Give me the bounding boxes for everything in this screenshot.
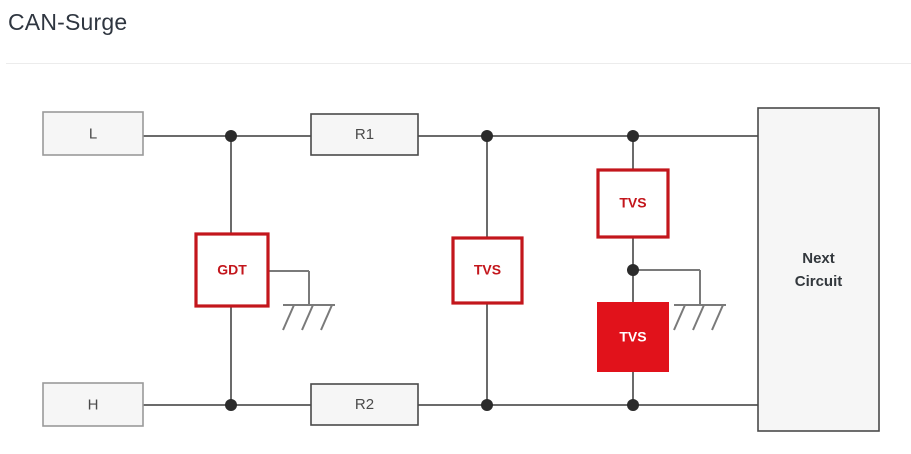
component-tvs-lower-right[interactable]: TVS <box>597 302 669 372</box>
junction-dot-bottom-tvs-right <box>627 399 639 411</box>
component-resistor-1[interactable]: R1 <box>310 113 419 156</box>
line-h-box[interactable] <box>42 382 144 427</box>
page-title: CAN-Surge <box>8 9 128 35</box>
component-line-h[interactable]: H <box>42 382 144 427</box>
line-l-box[interactable] <box>42 111 144 156</box>
junction-dot-bottom-tvs-middle <box>481 399 493 411</box>
component-tvs-upper-right[interactable]: TVS <box>596 168 670 239</box>
gdt-label: GDT <box>217 262 247 278</box>
ground-gdt-icon <box>282 304 335 331</box>
junction-dot-top-tvs-middle <box>481 130 493 142</box>
circuit-diagram: L R1 H R2 GDT TVS TVS TVS Next Circuit <box>0 64 911 454</box>
ground-lead-gdt <box>268 270 310 305</box>
next-circuit-label-line-1: Next <box>802 250 835 267</box>
tvs-lower-right-label: TVS <box>619 329 646 345</box>
gdt-box[interactable] <box>194 232 270 308</box>
component-resistor-2[interactable]: R2 <box>310 383 419 426</box>
component-next-circuit[interactable]: Next Circuit <box>757 107 880 432</box>
junction-dot-h-gdt <box>225 399 237 411</box>
junction-dot-top-tvs-right <box>627 130 639 142</box>
tvs-upper-right-label: TVS <box>619 195 646 211</box>
line-l-label: L <box>89 125 97 142</box>
component-gdt[interactable]: GDT <box>194 232 270 308</box>
tvs-upper-right-box[interactable] <box>596 168 670 239</box>
resistor-1-label: R1 <box>355 126 374 143</box>
resistor-2-box[interactable] <box>310 383 419 426</box>
tvs-lower-right-box[interactable] <box>597 302 669 372</box>
junction-dot-l-gdt <box>225 130 237 142</box>
component-line-l[interactable]: L <box>42 111 144 156</box>
line-h-label: H <box>88 396 99 413</box>
next-circuit-label-line-2: Circuit <box>795 273 843 290</box>
resistor-1-box[interactable] <box>310 113 419 156</box>
junction-dot-tvs-right-ground <box>627 264 639 276</box>
ground-tvs-right-icon <box>673 304 726 331</box>
next-circuit-box[interactable] <box>757 107 880 432</box>
tvs-middle-box[interactable] <box>451 236 524 305</box>
tvs-middle-label: TVS <box>474 262 501 278</box>
component-tvs-middle[interactable]: TVS <box>451 236 524 305</box>
ground-lead-tvs-right <box>633 269 701 305</box>
header-divider <box>6 63 911 64</box>
resistor-2-label: R2 <box>355 396 374 413</box>
